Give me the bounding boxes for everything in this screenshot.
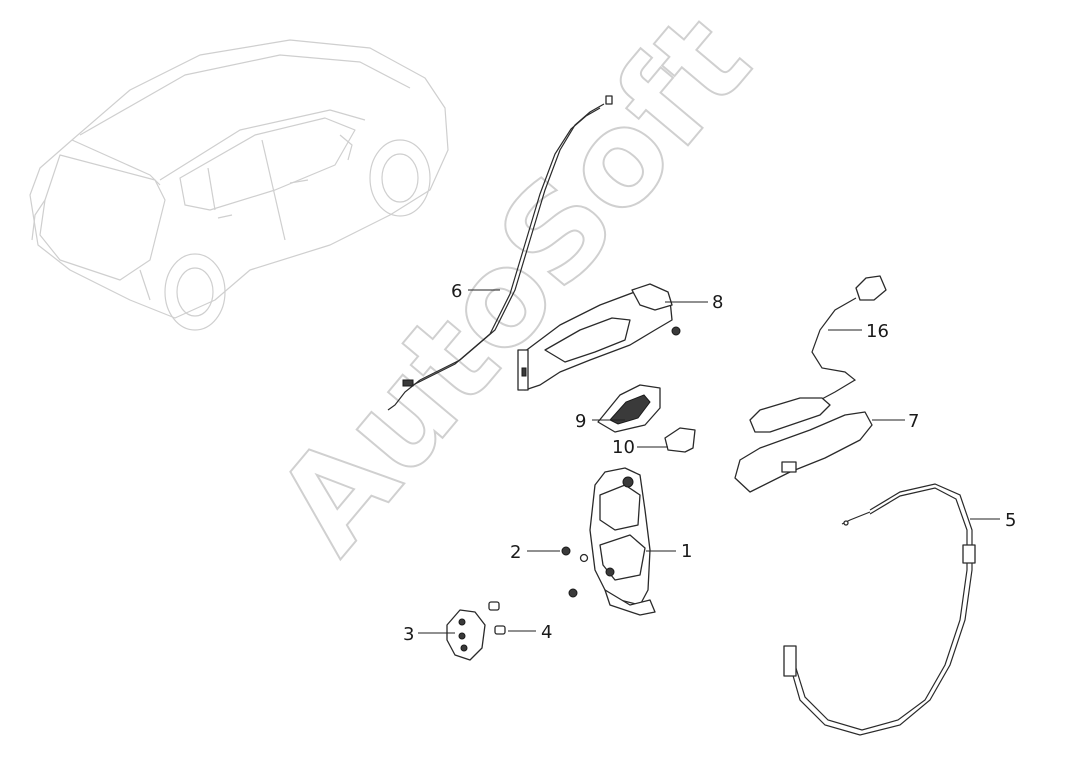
callout-2: 2 — [510, 542, 521, 563]
part-10-cap — [664, 427, 696, 453]
callout-3: 3 — [403, 624, 414, 645]
callout-7: 7 — [908, 411, 919, 432]
part-6-release-cable — [387, 95, 613, 411]
watermark-text: AutoSoft — [247, 0, 779, 580]
watermark: AutoSoft — [246, 0, 780, 581]
part-9-handle-bezel — [597, 384, 661, 433]
leader-lines — [418, 289, 1000, 634]
callout-6: 6 — [451, 281, 462, 302]
callout-16: 16 — [866, 321, 889, 342]
callout-5: 5 — [1005, 510, 1016, 531]
part-3-striker-plate — [446, 609, 486, 661]
callout-9: 9 — [575, 411, 586, 432]
callout-1: 1 — [681, 541, 692, 562]
vehicle-outline — [29, 39, 449, 331]
callout-10: 10 — [612, 437, 635, 458]
callout-labels: 6 8 16 9 7 10 5 1 2 3 4 — [403, 281, 1016, 645]
part-4-bolts — [488, 601, 506, 635]
callout-8: 8 — [712, 292, 723, 313]
part-5-rear-cable — [783, 483, 976, 736]
part-1-door-lock — [589, 467, 656, 616]
part-8-handle-bracket — [517, 283, 681, 391]
callout-4: 4 — [541, 622, 552, 643]
part-2-screws — [561, 546, 589, 598]
part-7-outer-handle — [734, 411, 873, 493]
part-16-wiring — [749, 275, 887, 433]
